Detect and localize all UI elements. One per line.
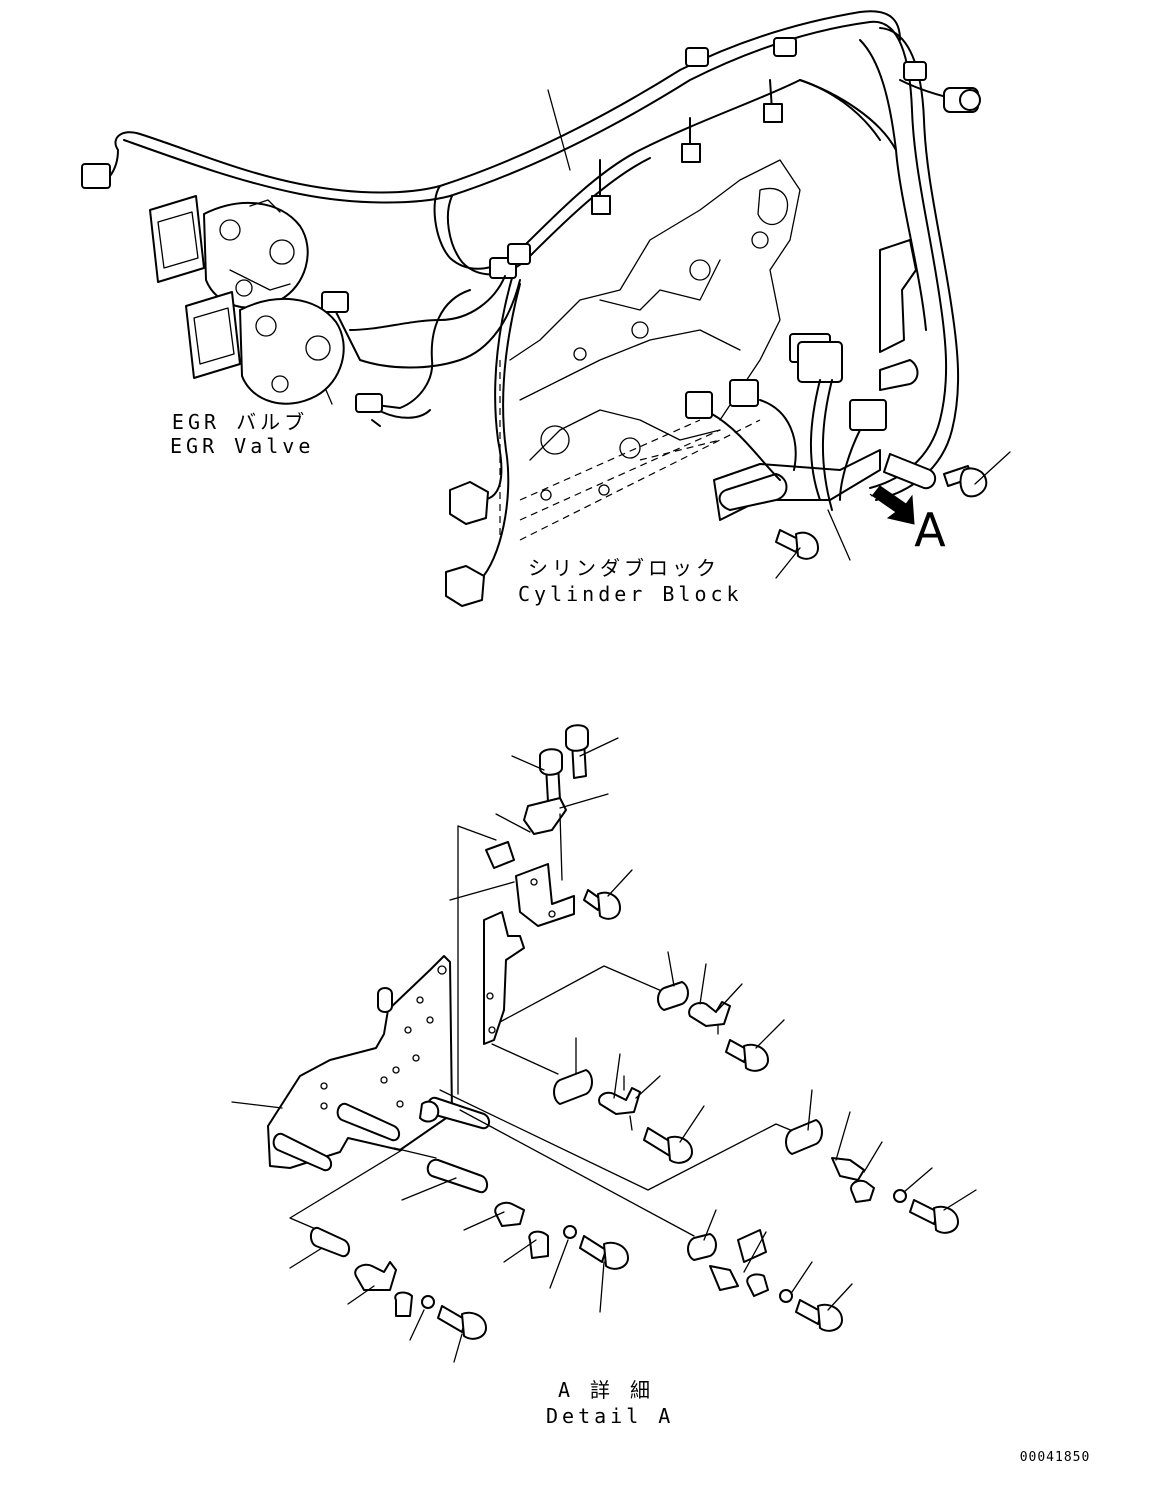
view-marker-label: A [914, 503, 946, 557]
egr-valve-upper [149, 195, 309, 309]
collar-group-2 [553, 1069, 693, 1164]
collar-group-1 [657, 981, 769, 1072]
view-arrow [869, 485, 915, 525]
drawing-number: 00041850 [1019, 1450, 1091, 1465]
bolt-upper-center [775, 529, 819, 560]
cylinder-block-label-jp: シリンダブロック [528, 556, 720, 580]
detail-label-en: Detail A [546, 1404, 675, 1428]
cylinder-block-label-en: Cylinder Block [518, 582, 743, 606]
bracket-assembly-upper [685, 239, 937, 521]
detail-a-assembly [267, 724, 801, 1237]
leader-lines-detail [231, 737, 977, 1363]
cylinder-block [499, 159, 801, 541]
egr-valve-label-en: EGR Valve [170, 434, 315, 458]
egr-valve-lower [185, 291, 345, 405]
collar-group-4 [426, 1158, 629, 1270]
detail-label-jp: A 詳 細 [557, 1378, 655, 1402]
egr-valve-label-jp: EGR バルブ [171, 410, 309, 434]
collar-group-6 [687, 1229, 843, 1332]
collar-group-5 [310, 1226, 487, 1340]
collar-group-3 [785, 1119, 959, 1234]
wiring-harness [81, 10, 981, 607]
bolt-upper-right [943, 465, 988, 498]
